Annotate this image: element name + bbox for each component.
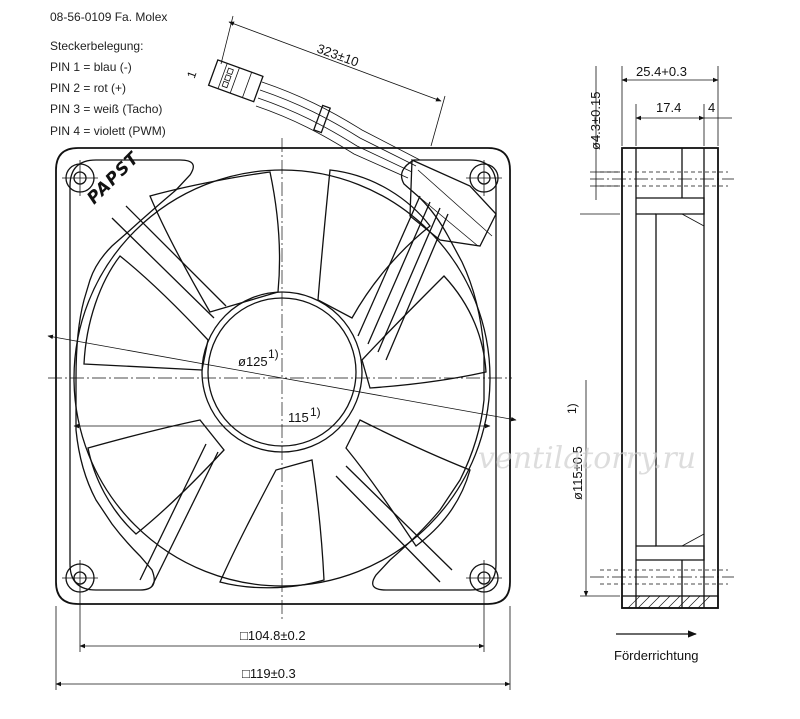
pin-4-note: PIN 4 = violett (PWM) [50, 124, 166, 138]
outer-frame [55, 147, 511, 605]
inner-diameter-label: ø115±0.5 [570, 446, 585, 500]
pin-assignment-heading: Steckerbelegung: [50, 39, 143, 53]
pin-3-note: PIN 3 = weiß (Tacho) [50, 102, 162, 116]
outer-size-label: □119±0.3 [242, 666, 296, 681]
front-view-dimensions: □104.8±0.2 □119±0.3 [55, 596, 511, 690]
rotor-diameter-footnote: 1) [268, 347, 279, 361]
airflow-label: Förderrichtung [614, 648, 699, 663]
mounting-hole-top-right [466, 160, 502, 196]
inner-frame-outline [69, 159, 194, 591]
hole-diameter-label: ø4.3±0.15 [588, 92, 603, 150]
cable-length-label: 323±10 [315, 41, 361, 70]
connector-cable: 1 323±10 [184, 15, 446, 179]
hole-spacing-label: □104.8±0.2 [240, 628, 306, 643]
molex-connector [207, 59, 264, 103]
mounting-hole-top-left [62, 160, 98, 196]
flange-label: 4 [708, 100, 715, 115]
inner-width-label: 115 [288, 410, 309, 425]
depth-label: 25.4+0.3 [636, 64, 687, 79]
mounting-hole-bottom-left [62, 560, 98, 596]
inner-width-footnote: 1) [310, 405, 321, 419]
inner-diameter-footnote: 1) [565, 403, 579, 414]
inner-depth-label: 17.4 [656, 100, 681, 115]
inner-frame-right [372, 159, 497, 591]
cable-channel [357, 159, 497, 361]
fan-side-view: 25.4+0.3 17.4 4 ø4.3±0.15 ø115±0.5 1) Fö… [565, 64, 734, 663]
pin-2-note: PIN 2 = rot (+) [50, 81, 126, 95]
fan-front-view: PAPST [47, 138, 517, 620]
pin-1-note: PIN 1 = blau (-) [50, 60, 132, 74]
frame-struts [111, 205, 453, 587]
mounting-hole-bottom-right [466, 560, 502, 596]
connector-part-number: 08-56-0109 Fa. Molex [50, 10, 167, 24]
pin-assignment-notes: 08-56-0109 Fa. Molex Steckerbelegung: PI… [50, 10, 167, 138]
section-hatch [627, 595, 711, 609]
watermark: ventilatorry.ru [478, 441, 696, 476]
rotor-diameter-label: ø125 [238, 354, 268, 369]
pin-1-marker: 1 [184, 69, 200, 80]
